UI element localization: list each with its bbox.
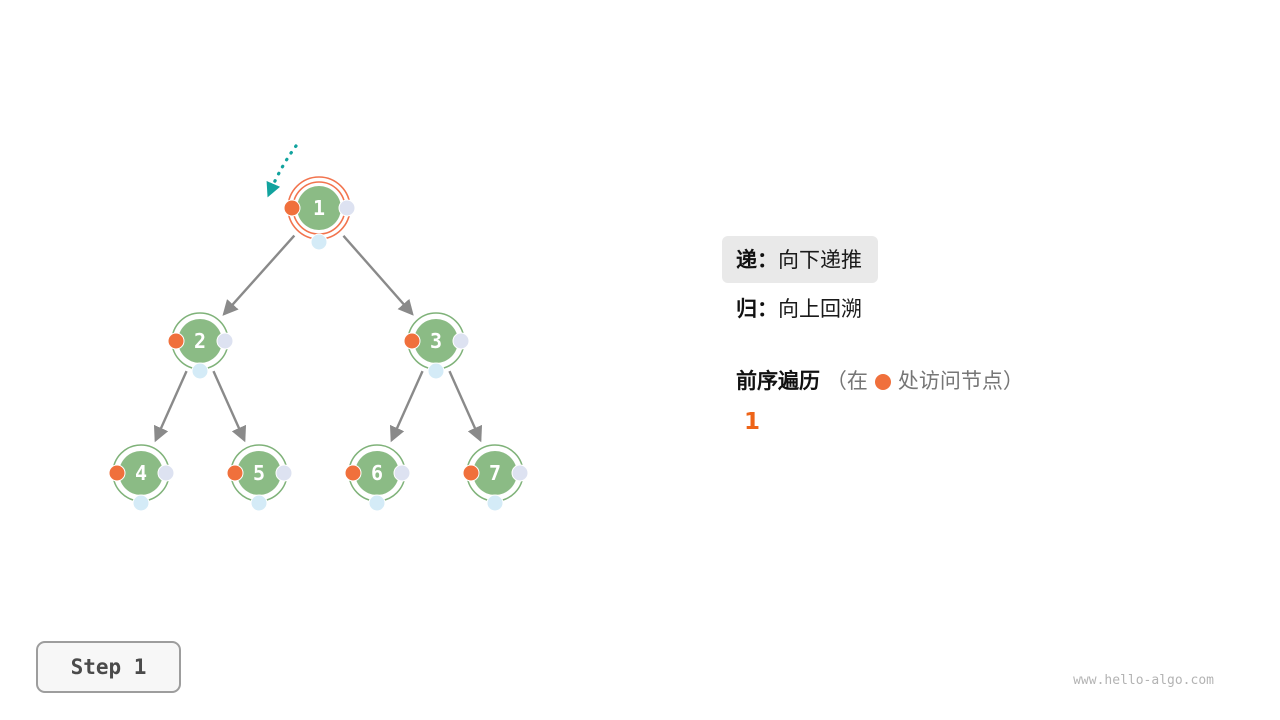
tree-nodes: 1 2 3 4 5 6 7 (108, 176, 529, 512)
preorder-visit-dot (283, 199, 301, 217)
node-circle (178, 319, 222, 363)
node-value: 6 (371, 461, 383, 485)
legend-return-keyword: 归： (736, 298, 778, 321)
postorder-dot (511, 464, 529, 482)
node-circle (414, 319, 458, 363)
traversal-title: 前序遍历 (736, 370, 820, 393)
node-value: 5 (253, 461, 265, 485)
legend-recurse-text: 向下递推 (778, 249, 862, 272)
node-value: 2 (194, 329, 206, 353)
watermark: www.hello-algo.com (1073, 673, 1214, 688)
preorder-visit-dot (462, 464, 480, 482)
inorder-dot (191, 362, 209, 380)
node-circle (355, 451, 399, 495)
inorder-dot (368, 494, 386, 512)
postorder-dot (216, 332, 234, 350)
visit-marker-dot-icon (874, 374, 891, 390)
node-circle (119, 451, 163, 495)
preorder-visit-dot (403, 332, 421, 350)
legend-return-text: 向上回溯 (778, 298, 862, 321)
postorder-dot (452, 332, 470, 350)
postorder-dot (275, 464, 293, 482)
node-circle (297, 186, 341, 230)
step-indicator: Step 1 (36, 641, 181, 693)
tree-edge-2-5 (212, 370, 247, 443)
tree-node-1: 1 (283, 176, 356, 251)
inorder-dot (310, 233, 328, 251)
postorder-dot (338, 199, 356, 217)
tree-node-5: 5 (226, 444, 293, 512)
preorder-visit-dot (344, 464, 362, 482)
preorder-visit-dot (226, 464, 244, 482)
tree-edges (153, 234, 483, 443)
tree-node-6: 6 (344, 444, 411, 512)
legend-return: 归：向上回溯 (736, 293, 862, 323)
postorder-dot (393, 464, 411, 482)
tree-edge-1-3 (342, 234, 414, 316)
preorder-visit-dot (167, 332, 185, 350)
inorder-dot (132, 494, 150, 512)
tree-edge-3-7 (448, 370, 483, 443)
legend-recurse: 递：向下递推 (722, 236, 878, 283)
inorder-dot (427, 362, 445, 380)
inorder-dot (486, 494, 504, 512)
inorder-dot (250, 494, 268, 512)
tree-node-4: 4 (108, 444, 175, 512)
tree-node-2: 2 (167, 312, 234, 380)
node-value: 7 (489, 461, 501, 485)
traversal-note-post: 处访问节点） (897, 370, 1024, 393)
visited-sequence: 1 (744, 409, 761, 435)
node-value: 4 (135, 461, 147, 485)
preorder-visit-dot (108, 464, 126, 482)
node-value: 3 (430, 329, 442, 353)
node-circle (237, 451, 281, 495)
traversal-note-pre: （在 (825, 370, 868, 393)
legend-traversal: 前序遍历 （在 处访问节点） (736, 365, 1024, 395)
tree-edge-3-6 (389, 370, 424, 443)
node-value: 1 (313, 196, 325, 220)
tree-edge-2-4 (153, 370, 188, 443)
legend-recurse-keyword: 递： (736, 249, 778, 272)
tree-node-7: 7 (462, 444, 529, 512)
step-label: Step 1 (70, 655, 147, 679)
tree-node-3: 3 (403, 312, 470, 380)
node-circle (473, 451, 517, 495)
postorder-dot (157, 464, 175, 482)
traversal-pointer-arrow (266, 144, 298, 198)
tree-edge-1-2 (222, 234, 296, 316)
